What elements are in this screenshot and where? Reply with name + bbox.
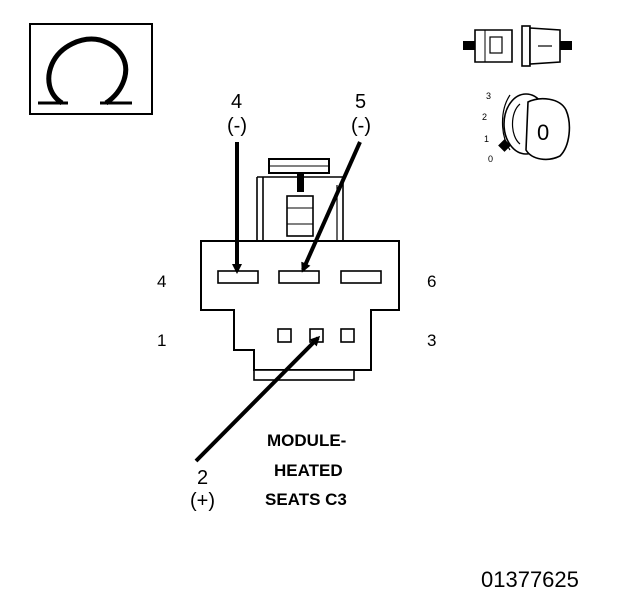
side-label-bottom-right: 3 <box>427 331 436 350</box>
connector-body <box>200 158 400 381</box>
figure-id: 01377625 <box>481 567 579 592</box>
side-label-top-right: 6 <box>427 272 436 291</box>
cavity-3 <box>340 328 355 343</box>
side-label-top-left: 4 <box>157 272 166 291</box>
pointer-pin-4-number: 4 <box>231 91 242 113</box>
cavity-4 <box>217 270 259 284</box>
cavity-5 <box>278 270 320 284</box>
caption-line-3: SEATS C3 <box>265 490 347 509</box>
ignition-position-1: 1 <box>484 134 489 144</box>
ignition-position-2: 2 <box>482 112 487 122</box>
ohm-icon <box>29 23 153 115</box>
ignition-position-0: 0 <box>488 154 493 164</box>
pointer-pin-5-number: 5 <box>355 91 366 113</box>
pointer-pin-2: 2 (+) <box>190 335 321 512</box>
cavity-6 <box>340 270 382 284</box>
connector-caption: MODULE- HEATED SEATS C3 <box>265 431 347 509</box>
caption-line-1: MODULE- <box>267 431 346 450</box>
ignition-key-label: 0 <box>537 120 549 145</box>
caption-line-2: HEATED <box>274 461 343 480</box>
pointer-pin-4-polarity: (-) <box>227 115 247 137</box>
cavity-1 <box>277 328 292 343</box>
pointer-pin-4: 4 (-) <box>227 91 247 274</box>
side-label-bottom-left: 1 <box>157 331 166 350</box>
pointer-pin-5-polarity: (-) <box>351 115 371 137</box>
ignition-position-3: 3 <box>486 91 491 101</box>
pointer-pin-5: 5 (-) <box>301 91 371 273</box>
connector-icon <box>463 25 572 67</box>
pointer-pin-2-polarity: (+) <box>190 490 215 512</box>
ignition-icon: 3 2 1 0 0 <box>482 91 571 164</box>
pointer-pin-2-number: 2 <box>197 467 208 489</box>
